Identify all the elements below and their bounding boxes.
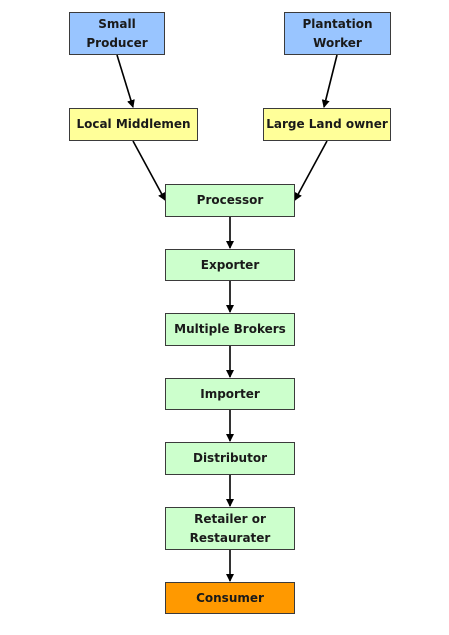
node-label: Multiple Brokers bbox=[174, 322, 286, 336]
node-processor: Processor bbox=[165, 184, 295, 217]
node-plantation-worker: Plantation Worker bbox=[284, 12, 391, 55]
node-label: Distributor bbox=[192, 451, 267, 465]
node-label: Consumer bbox=[196, 590, 264, 605]
node-label: Exporter bbox=[200, 257, 260, 272]
node-consumer: Consumer bbox=[165, 582, 295, 614]
node-label: Small Producer bbox=[86, 16, 148, 50]
arrow-large-land-owner-to-processor bbox=[294, 140, 328, 201]
node-label: Importer bbox=[200, 386, 260, 401]
node-local-middlemen: Local Middlemen bbox=[69, 108, 198, 141]
arrow-local-middlemen-to-processor bbox=[132, 140, 166, 201]
node-large-land-owner: Large Land owner bbox=[263, 108, 391, 141]
node-label: Plantation Worker bbox=[302, 16, 373, 50]
node-label: Processor bbox=[196, 193, 264, 207]
node-label: Retailer or Restaurater bbox=[189, 511, 271, 545]
node-importer: Importer bbox=[165, 378, 295, 410]
node-label: Large Land owner bbox=[266, 117, 388, 131]
node-exporter: Exporter bbox=[165, 249, 295, 281]
node-distributor: Distributor bbox=[165, 442, 295, 475]
node-retailer-or-restaurater: Retailer or Restaurater bbox=[165, 507, 295, 550]
arrow-plantation-worker-to-large-land-owner bbox=[321, 54, 338, 108]
node-multiple-brokers: Multiple Brokers bbox=[165, 313, 295, 346]
node-small-producer: Small Producer bbox=[69, 12, 165, 55]
node-label: Local Middlemen bbox=[76, 117, 191, 131]
arrow-small-producer-to-local-middlemen bbox=[116, 54, 135, 108]
